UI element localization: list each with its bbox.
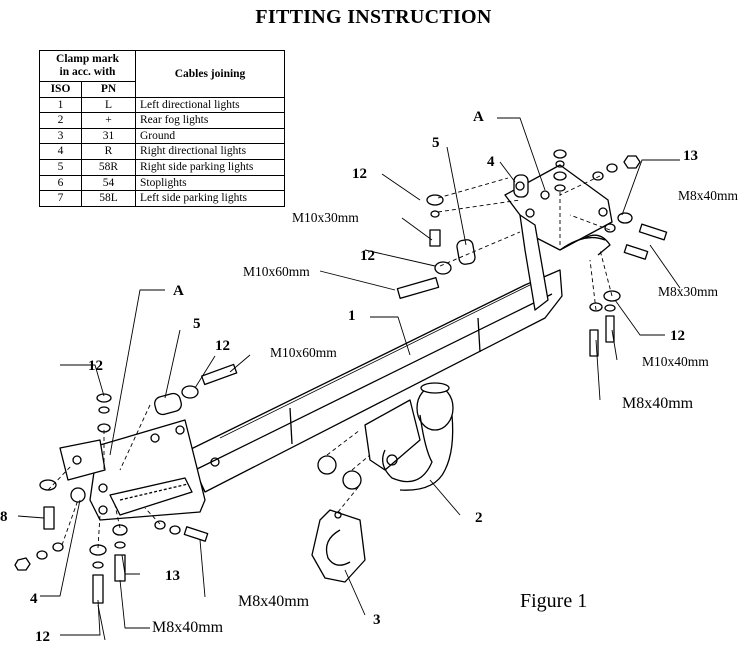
label-a-left: A <box>173 283 184 299</box>
label-m8x40-bottom-left: M8x40mm <box>152 619 224 636</box>
socket-bracket <box>311 509 366 583</box>
table-header-row: Clamp mark in acc. with Cables joining <box>39 50 285 98</box>
label-part-3: 3 <box>373 612 381 628</box>
label-part-13-top: 13 <box>683 148 698 164</box>
label-a-top: A <box>473 109 484 125</box>
label-part-12-c: 12 <box>670 328 685 344</box>
pn-header: PN <box>81 81 136 98</box>
tow-ball-bolts <box>317 455 362 490</box>
clamp-mark-header-line1: Clamp mark <box>56 53 119 65</box>
table-row: 2+Rear fog lights <box>39 112 285 129</box>
cables-joining-header: Cables joining <box>135 50 285 98</box>
label-part-4-left: 4 <box>30 591 38 607</box>
right-mounting-bracket <box>504 164 613 311</box>
clamp-mark-header: Clamp mark in acc. with <box>39 50 136 82</box>
label-part-8: 8 <box>0 509 8 525</box>
top-spacer-group <box>396 149 567 299</box>
leader-lines <box>17 117 681 641</box>
left-mounting-bracket <box>59 419 220 521</box>
label-part-13-left: 13 <box>165 568 180 584</box>
pn-cell: 58R <box>81 158 136 176</box>
figure-caption: Figure 1 <box>520 590 587 612</box>
label-m8x40-top-right: M8x40mm <box>678 188 739 203</box>
cable-joining-table: Clamp mark in acc. with Cables joining I… <box>39 50 285 207</box>
label-m8x40-bottom: M8x40mm <box>238 593 310 610</box>
label-part-12-e: 12 <box>88 358 103 374</box>
label-part-5-left: 5 <box>193 316 201 332</box>
label-part-12-f: 12 <box>35 629 50 645</box>
clamp-mark-header-line2: in acc. with <box>59 66 116 78</box>
page-title: FITTING INSTRUCTION <box>255 6 492 28</box>
label-part-5-top: 5 <box>432 135 440 151</box>
tow-ball-assembly <box>364 382 454 491</box>
label-m10x60-left: M10x60mm <box>270 345 337 360</box>
description-cell: Left side parking lights <box>135 190 285 207</box>
table-subheader-row: ISO PN <box>39 81 285 98</box>
label-part-2: 2 <box>475 510 483 526</box>
assembly-guide-lines <box>47 175 613 549</box>
label-m10x40: M10x40mm <box>642 354 709 369</box>
label-part-1: 1 <box>348 308 356 324</box>
label-part-12-b: 12 <box>360 248 375 264</box>
left-hardware-group <box>14 363 238 604</box>
label-m8x30: M8x30mm <box>658 284 719 299</box>
label-m10x30: M10x30mm <box>292 210 359 225</box>
label-part-12-d: 12 <box>215 338 230 354</box>
label-m8x40-right: M8x40mm <box>622 395 694 412</box>
right-hardware-group <box>589 155 668 357</box>
label-part-12-a: 12 <box>352 166 367 182</box>
label-m10x60-top: M10x60mm <box>243 264 310 279</box>
label-part-4-top: 4 <box>487 154 495 170</box>
description-cell: Right side parking lights <box>135 158 285 176</box>
